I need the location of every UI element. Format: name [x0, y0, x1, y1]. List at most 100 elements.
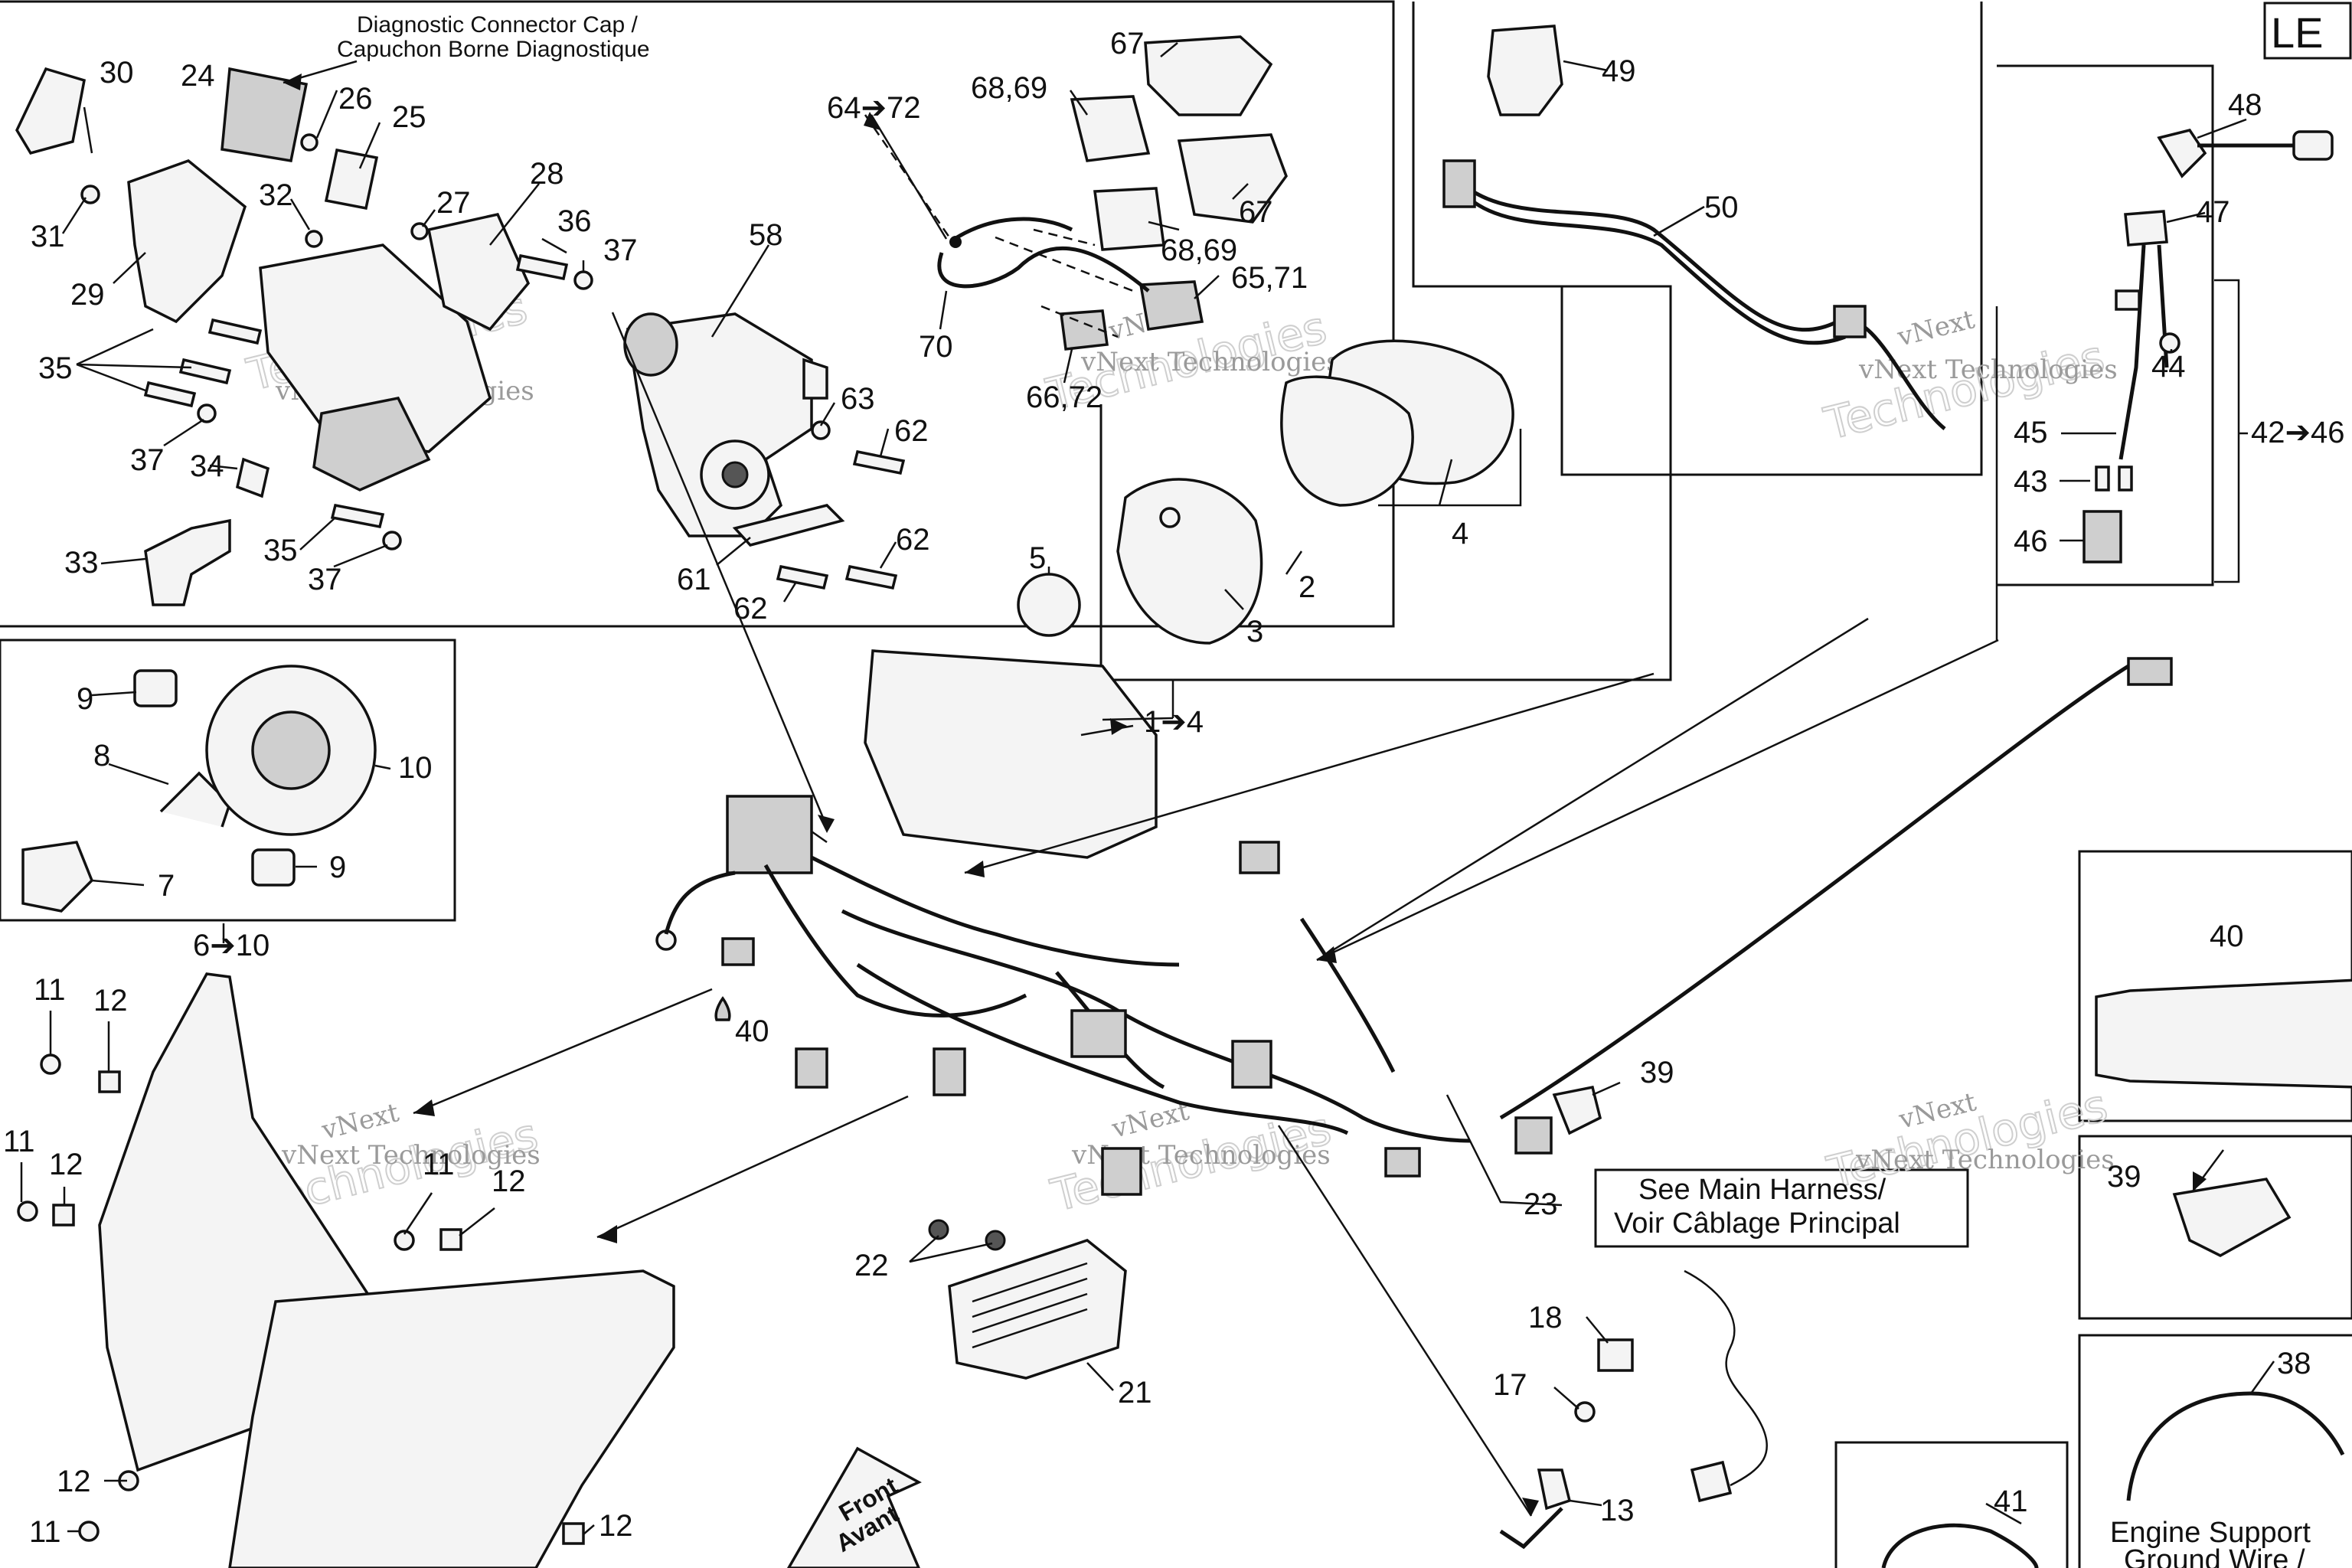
accessories [1552, 978, 2352, 1568]
cap-9 [133, 669, 178, 707]
bezel-3 [1116, 478, 1263, 645]
engine-support-note-line2: Ground Wire / [2124, 1544, 2305, 1568]
cap-9 [251, 848, 296, 887]
callout: 12 [599, 1509, 633, 1543]
washer-17 [1574, 1401, 1596, 1423]
watermark-text: vNext Technologies [1080, 347, 1340, 377]
callout: 35 [38, 351, 73, 385]
callout: 37 [308, 563, 342, 596]
callout: 29 [70, 278, 105, 312]
callout: 67 [1110, 27, 1145, 60]
tube-40 [2095, 978, 2352, 1089]
main-harness [655, 657, 2173, 1196]
gauge-kit [864, 339, 1514, 859]
diagnostic-caption-line1: Diagnostic Connector Cap / [357, 12, 639, 38]
drop-40 [714, 996, 731, 1021]
callout: 26 [338, 82, 373, 116]
watermark-text: vNext [318, 1097, 403, 1146]
bracket-27 [426, 212, 531, 332]
screw-11 [78, 1521, 100, 1542]
screw-11 [40, 1054, 61, 1075]
mount [312, 397, 431, 492]
callout: 12 [49, 1148, 83, 1181]
plate-25 [324, 148, 379, 211]
regulator [928, 1219, 1127, 1380]
callout: 23 [1524, 1187, 1558, 1221]
headlight-housing [17, 972, 675, 1568]
callout: 25 [392, 100, 426, 134]
callout: 42➔46 [2251, 416, 2345, 449]
front-arrow[interactable]: Front Avant [786, 1446, 922, 1568]
callout: 49 [1602, 54, 1636, 88]
spring-8 [159, 771, 232, 828]
callout: 34 [190, 449, 224, 483]
bracket-28 [259, 243, 492, 453]
callout: 18 [1528, 1301, 1563, 1334]
headlight-kit [21, 665, 377, 913]
post-13 [1537, 1468, 1572, 1511]
leader-lines [20, 42, 2275, 1535]
bolt-62 [844, 564, 898, 590]
callout: 32 [259, 178, 293, 212]
washer-63 [811, 420, 831, 440]
switch-49 [1487, 24, 1563, 116]
bolt-35 [178, 358, 232, 385]
callout: 67 [1239, 195, 1273, 229]
connector-68-69 [1070, 95, 1151, 162]
callout: 37 [603, 234, 638, 267]
cap-30 [15, 67, 87, 155]
washer-37 [382, 531, 402, 550]
callout: 35 [263, 534, 298, 567]
connector [1101, 1147, 1142, 1196]
callout: 31 [31, 220, 65, 253]
callout: 70 [919, 330, 953, 364]
callout: 62 [733, 592, 768, 626]
callout: 46 [2014, 524, 2048, 558]
callout: 30 [100, 56, 134, 90]
bolt-35 [207, 318, 263, 345]
callout: 4 [1452, 517, 1468, 550]
housing-46 [2082, 510, 2122, 564]
connector-66-72 [1060, 309, 1109, 351]
callout: 27 [436, 186, 471, 220]
watermark-text: vNext Technologies [281, 1140, 541, 1171]
watermark-text: vNext [1894, 304, 1978, 353]
screw-2 [1159, 507, 1181, 528]
connector [1231, 1040, 1272, 1089]
callout: 33 [64, 546, 99, 580]
callout: 12 [492, 1165, 526, 1198]
callout: 10 [398, 751, 433, 785]
splice-45 [2115, 289, 2141, 311]
callout: 11 [423, 1148, 455, 1181]
callout: 8 [93, 739, 110, 773]
screw-11 [17, 1200, 38, 1222]
callout: 9 [329, 851, 346, 884]
callout: 36 [557, 204, 592, 238]
connector [2127, 657, 2173, 686]
nut-12 [98, 1070, 121, 1093]
connector-24 [220, 67, 309, 163]
engine-support-note-line1: Engine Support [2110, 1517, 2311, 1549]
bolt-62 [852, 449, 906, 475]
tether [1499, 1269, 1769, 1550]
callout: 63 [841, 382, 875, 416]
connector [1239, 841, 1280, 874]
connector [1514, 1116, 1553, 1155]
terminal-43 [2095, 466, 2110, 492]
connector-68-69 [1093, 187, 1165, 251]
terminal-43 [2118, 466, 2133, 492]
connector [1384, 1147, 1421, 1178]
nut-12 [52, 1204, 75, 1227]
relay-67 [1144, 35, 1273, 116]
callout: 11 [34, 973, 66, 1007]
callout: 12 [93, 984, 128, 1018]
callout: 24 [181, 59, 215, 93]
bulb-7 [21, 841, 94, 913]
connector [1070, 1009, 1127, 1058]
gasket [1280, 375, 1414, 507]
switch-and-harness [1442, 24, 1946, 430]
relay-67 [1177, 133, 1288, 224]
callout: 5 [1029, 541, 1046, 575]
